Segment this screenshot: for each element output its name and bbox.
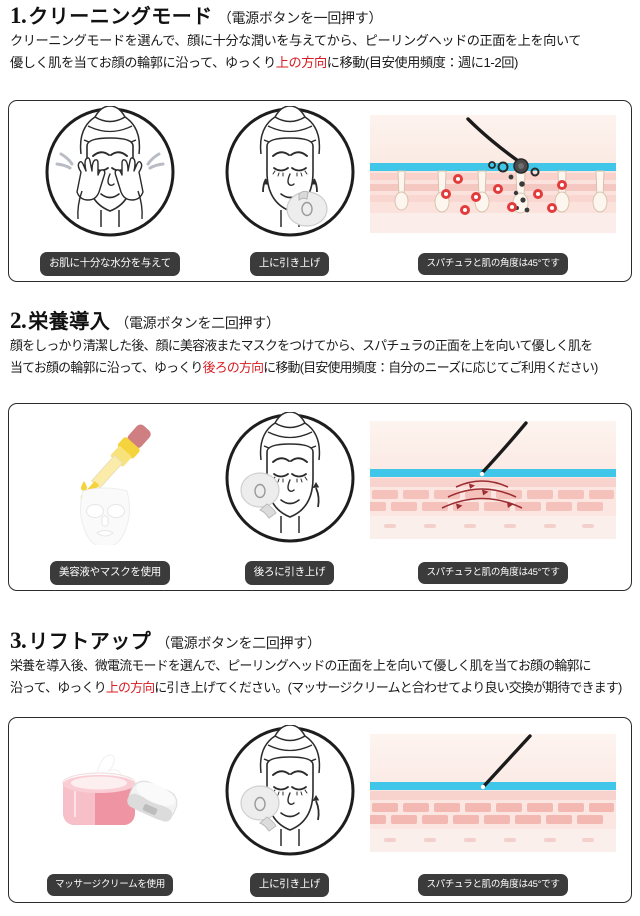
section-number: 2. (10, 308, 27, 333)
body-text-highlight: 後ろの方向 (202, 360, 264, 375)
section-heading: 1. クリーニングモード （電源ボタンを一回押す） (0, 0, 640, 30)
illustration-panel: マッサージクリームを使用 (8, 717, 632, 903)
section-body: 顔をしっかり清潔した後、顔に美容液またマスクをつけてから、スパチュラの正面を上を… (0, 335, 640, 379)
section-number: 1. (10, 3, 27, 28)
illustration-panel: お肌に十分な水分を与えて (8, 100, 632, 282)
body-text: クリーニングモードを選んで、顔に十分な潤いを与えてから、ピーリングヘッドの正面を… (10, 33, 581, 48)
body-text: に移動(目安使用頻度：自分のニーズに応じてご利用ください) (263, 360, 598, 375)
body-text: 沿って、ゆっくり (10, 680, 107, 695)
caption-wrap: 上に引き上げ (249, 868, 330, 902)
caption-wrap: 後ろに引き上げ (244, 556, 335, 590)
section-heading: 3. リフトアップ （電源ボタンを二回押す） (0, 625, 640, 655)
dropper-sheet-mask-illustration (15, 404, 205, 556)
face-device-back-icon (225, 412, 354, 543)
body-text: 顔をしっかり清潔した後、顔に美容液またマスクをつけてから、スパチュラの正面を上を… (10, 338, 593, 353)
section-title: クリーニングモード (28, 4, 213, 28)
caption-pill: お肌に十分な水分を与えて (40, 252, 180, 276)
section-heading: 2. 栄養導入 （電源ボタンを二回押す） (0, 305, 640, 335)
panel-cell: スパチュラと肌の角度は45°です (359, 101, 627, 281)
caption-pill: 後ろに引き上げ (244, 561, 335, 585)
body-line: 顔をしっかり清潔した後、顔に美容液またマスクをつけてから、スパチュラの正面を上を… (10, 335, 632, 357)
skin-waves-penetration-illustration (359, 404, 627, 556)
caption-wrap: 上に引き上げ (249, 247, 330, 281)
device-head-shape (285, 190, 328, 227)
face-device-up-illustration (197, 718, 382, 868)
skin-waves-penetration-icon (370, 421, 616, 539)
skin-smooth-layers-icon (370, 734, 616, 852)
caption-wrap: スパチュラと肌の角度は45°です (418, 868, 568, 902)
body-line: 優しく肌を当てお顔の輪郭に沿って、ゆっくり上の方向に移動(目安使用頻度：週に1-… (10, 52, 632, 74)
section-title: 栄養導入 (28, 309, 111, 333)
section-number: 3. (10, 628, 27, 653)
face-hands-moisture-icon (45, 106, 175, 237)
caption-pill: マッサージクリームを使用 (47, 873, 173, 897)
body-text-highlight: 上の方向 (275, 55, 327, 70)
caption-wrap: マッサージクリームを使用 (47, 868, 173, 902)
device-head-shape (239, 472, 280, 519)
panel-cell: 上に引き上げ (197, 718, 382, 902)
caption-pill: スパチュラと肌の角度は45°です (418, 561, 568, 585)
section-subtitle: （電源ボタンを二回押す） (156, 635, 321, 651)
illustration-panel: 美容液やマスクを使用 (8, 403, 632, 591)
caption-pill: スパチュラと肌の角度は45°です (418, 873, 568, 897)
caption-wrap: 美容液やマスクを使用 (50, 556, 170, 590)
panel-cell: スパチュラと肌の角度は45°です (359, 404, 627, 590)
body-line: クリーニングモードを選んで、顔に十分な潤いを与えてから、ピーリングヘッドの正面を… (10, 30, 632, 52)
caption-pill: 上に引き上げ (249, 873, 330, 897)
caption-wrap: スパチュラと肌の角度は45°です (418, 556, 568, 590)
skin-smooth-layers-illustration (359, 718, 627, 868)
body-line: 当てお顔の輪郭に沿って、ゆっくり後ろの方向に移動(目安使用頻度：自分のニーズに応… (10, 357, 632, 379)
panel-cell: 美容液やマスクを使用 (15, 404, 205, 590)
section-title: リフトアップ (28, 629, 152, 653)
skin-pores-extraction-illustration (359, 101, 627, 247)
cream-jar-illustration (15, 718, 205, 868)
body-text: に移動(目安使用頻度：週に1-2回) (326, 55, 519, 70)
section-subtitle: （電源ボタンを一回押す） (217, 10, 383, 26)
sheet-mask-shape (80, 487, 130, 545)
panel-cell: マッサージクリームを使用 (15, 718, 205, 902)
section-lift-up-mode: 3. リフトアップ （電源ボタンを二回押す） 栄養を導入後、微電流モードを選んで… (0, 625, 640, 916)
face-device-up-icon (225, 106, 354, 237)
cream-jar-icon (62, 754, 178, 825)
caption-pill: 上に引き上げ (249, 252, 330, 276)
face-device-up-illustration (197, 101, 382, 247)
face-device-up-icon (225, 725, 354, 856)
panel-cell: お肌に十分な水分を与えて (15, 101, 205, 281)
body-line: 栄養を導入後、微電流モードを選んで、ピーリングヘッドの正面を上を向いて優しく肌を… (10, 655, 632, 677)
section-cleaning-mode: 1. クリーニングモード （電源ボタンを一回押す） クリーニングモードを選んで、… (0, 0, 640, 300)
face-hands-moisture-illustration (15, 101, 205, 247)
dropper-sheet-mask-icon (80, 424, 151, 545)
section-subtitle: （電源ボタンを二回押す） (115, 315, 280, 331)
device-head-shape (239, 785, 280, 832)
panel-cell: スパチュラと肌の角度は45°です (359, 718, 627, 902)
section-body: 栄養を導入後、微電流モードを選んで、ピーリングヘッドの正面を上を向いて優しく肌を… (0, 655, 640, 699)
section-nutrition-mode: 2. 栄養導入 （電源ボタンを二回押す） 顔をしっかり清潔した後、顔に美容液また… (0, 305, 640, 607)
caption-wrap: お肌に十分な水分を与えて (40, 247, 180, 281)
body-text: 栄養を導入後、微電流モードを選んで、ピーリングヘッドの正面を上を向いて優しく肌を… (10, 658, 592, 673)
skin-pores-extraction-icon (370, 115, 616, 233)
caption-pill: 美容液やマスクを使用 (50, 561, 170, 585)
face-device-back-illustration (197, 404, 382, 556)
panel-cell: 後ろに引き上げ (197, 404, 382, 590)
section-body: クリーニングモードを選んで、顔に十分な潤いを与えてから、ピーリングヘッドの正面を… (0, 30, 640, 74)
body-line: 沿って、ゆっくり上の方向に引き上げてください。(マッサージクリームと合わせてより… (10, 677, 632, 699)
caption-wrap: スパチュラと肌の角度は45°です (418, 247, 568, 281)
body-text: に引き上げてください。(マッサージクリームと合わせてより良い交換が期待できます) (154, 680, 622, 695)
panel-cell: 上に引き上げ (197, 101, 382, 281)
body-text: 優しく肌を当てお顔の輪郭に沿って、ゆっくり (10, 55, 276, 70)
body-text: 当てお顔の輪郭に沿って、ゆっくり (10, 360, 203, 375)
body-text-highlight: 上の方向 (105, 680, 155, 695)
caption-pill: スパチュラと肌の角度は45°です (418, 252, 568, 276)
